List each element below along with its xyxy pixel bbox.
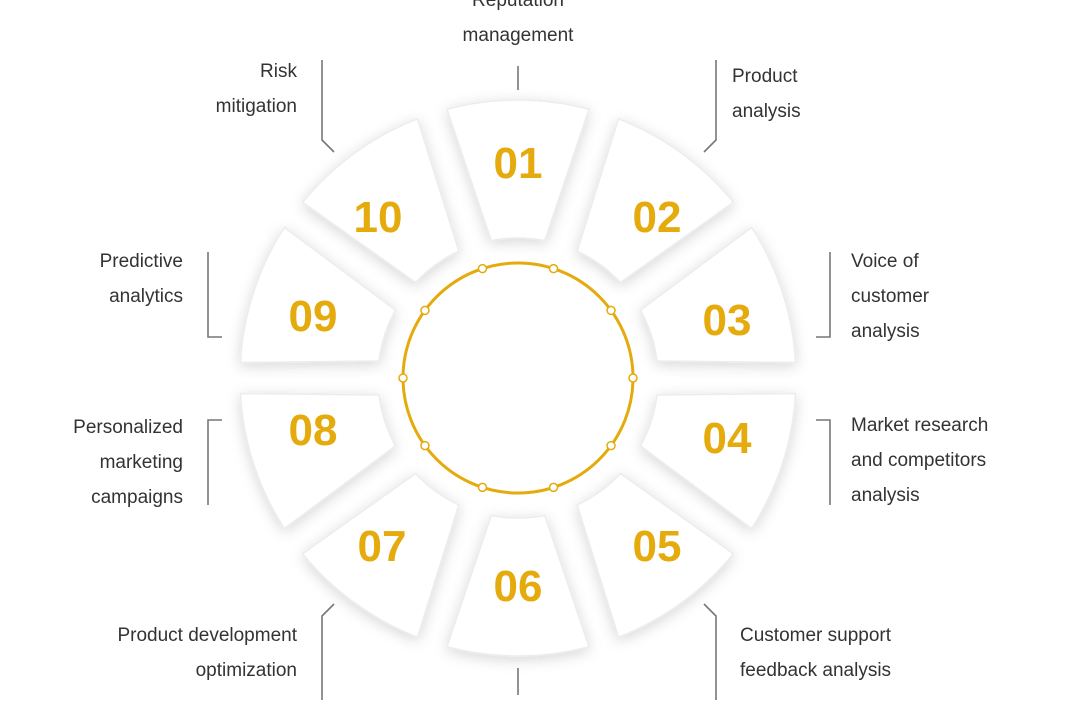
ring-dot xyxy=(548,263,559,274)
ring-dot xyxy=(398,373,408,383)
ring-dot xyxy=(606,305,616,316)
ring-dot xyxy=(548,482,559,493)
segment-10 xyxy=(301,118,460,284)
ring-dot xyxy=(477,482,488,493)
segment-number-09: 09 xyxy=(289,292,338,341)
segment-06 xyxy=(446,514,590,657)
segment-03 xyxy=(639,226,797,364)
segment-number-08: 08 xyxy=(289,406,338,455)
segment-02 xyxy=(576,118,735,284)
ring-dot xyxy=(606,440,616,451)
segment-number-04: 04 xyxy=(703,414,752,463)
ring-dot xyxy=(628,373,638,383)
connector-lines xyxy=(207,60,831,700)
segment-number-07: 07 xyxy=(358,522,407,571)
segment-number-01: 01 xyxy=(494,139,543,188)
ring-dot xyxy=(477,263,488,274)
segment-09 xyxy=(239,226,397,364)
ring-dot xyxy=(420,440,430,451)
segment-05 xyxy=(576,472,735,638)
segment-04 xyxy=(639,392,797,530)
segment-01 xyxy=(446,99,590,242)
segment-07 xyxy=(301,472,460,638)
segment-number-02: 02 xyxy=(633,193,682,242)
segment-number-10: 10 xyxy=(354,193,403,242)
segment-number-03: 03 xyxy=(703,296,752,345)
ring-dot xyxy=(420,305,430,316)
segment-number-05: 05 xyxy=(633,522,682,571)
segment-number-06: 06 xyxy=(494,562,543,611)
segment-08 xyxy=(239,392,397,530)
center-ring xyxy=(401,261,635,495)
